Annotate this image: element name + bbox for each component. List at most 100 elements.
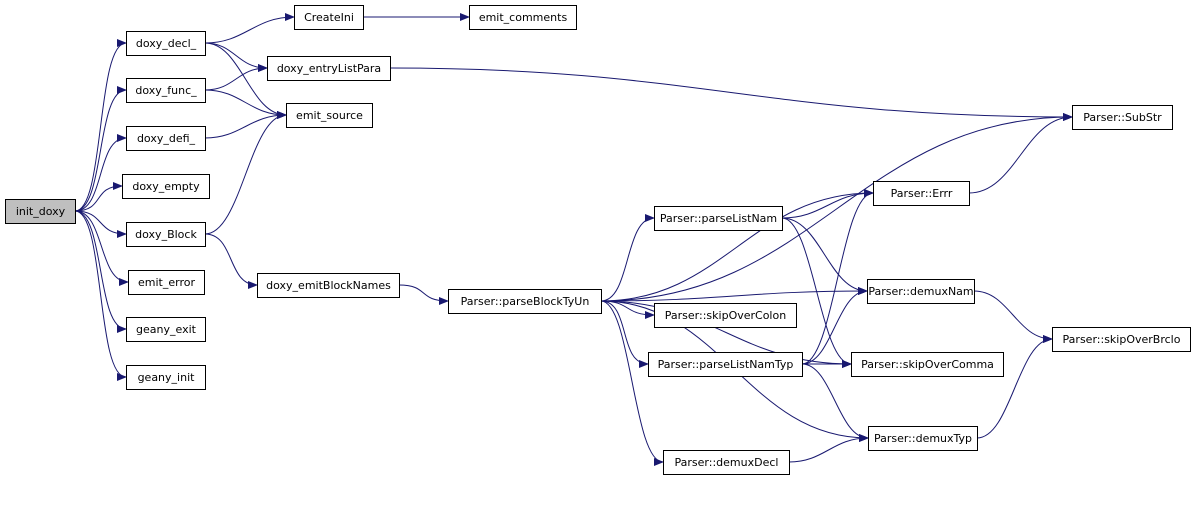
node-skipovercolon[interactable]: Parser::skipOverColon (654, 303, 797, 328)
node-label: init_doxy (16, 205, 66, 218)
edge-init_doxy-to-geany_init (74, 210, 127, 381)
node-skipovercomma[interactable]: Parser::skipOverComma (851, 352, 1004, 377)
node-doxy_defi[interactable]: doxy_defi_ (126, 126, 206, 151)
edge-parseblocktyun-to-parselistnam (600, 214, 655, 302)
node-box (868, 426, 978, 451)
node-demuxdecl[interactable]: Parser::demuxDecl (663, 450, 790, 475)
edge-doxy_entrylistpara-to-substr (389, 67, 1073, 121)
node-label: Parser::Errr (891, 187, 953, 200)
node-label: doxy_entryListPara (277, 62, 381, 75)
node-box (1072, 105, 1173, 130)
node-geany_exit[interactable]: geany_exit (126, 317, 206, 342)
node-box (873, 181, 970, 206)
node-label: geany_exit (136, 323, 197, 336)
node-label: doxy_func_ (135, 84, 197, 97)
node-label: doxy_Block (135, 228, 197, 241)
node-box (1052, 327, 1191, 352)
node-substr[interactable]: Parser::SubStr (1072, 105, 1173, 130)
edge-doxy_block-to-emit_source (204, 111, 287, 235)
edge-parselistnam-to-errr (781, 189, 874, 219)
node-parselistnam[interactable]: Parser::parseListNam (654, 206, 783, 231)
edges-layer (74, 13, 1073, 466)
node-box (122, 174, 210, 199)
node-label: emit_error (138, 276, 195, 289)
node-doxy_decl[interactable]: doxy_decl_ (126, 31, 206, 56)
node-label: Parser::parseBlockTyUn (461, 295, 590, 308)
node-label: doxy_defi_ (137, 132, 196, 145)
node-box (654, 303, 797, 328)
node-box (469, 5, 577, 30)
node-label: Parser::skipOverColon (665, 309, 786, 322)
node-skipoverbrclo[interactable]: Parser::skipOverBrclo (1052, 327, 1191, 352)
edge-doxy_defi-to-emit_source (204, 111, 287, 139)
node-label: doxy_empty (132, 180, 200, 193)
edge-parseblocktyun-to-demuxdecl (600, 300, 664, 466)
edge-parseblocktyun-to-demuxnam (600, 287, 868, 302)
node-label: CreateIni (304, 11, 354, 24)
node-box (126, 78, 206, 103)
node-box (654, 206, 783, 231)
edge-init_doxy-to-doxy_func (74, 86, 127, 212)
edge-init_doxy-to-doxy_block (74, 210, 127, 238)
node-box (126, 317, 206, 342)
node-box (867, 279, 975, 304)
edge-parseblocktyun-to-substr (600, 113, 1073, 302)
edge-parselistnamtyp-to-demuxtyp (801, 363, 869, 442)
edge-demuxnam-to-skipoverbrclo (973, 290, 1053, 343)
edge-init_doxy-to-doxy_defi (74, 134, 127, 212)
node-label: doxy_emitBlockNames (266, 279, 391, 292)
node-label: Parser::skipOverBrclo (1063, 333, 1181, 346)
edge-init_doxy-to-geany_exit (74, 210, 127, 333)
node-box (126, 365, 206, 390)
edge-doxy_func-to-emit_source (204, 89, 287, 119)
node-label: Parser::parseListNam (660, 212, 777, 225)
edge-parselistnam-to-skipovercomma (781, 217, 852, 368)
node-parselistnamtyp[interactable]: Parser::parseListNamTyp (648, 352, 803, 377)
edge-parselistnamtyp-to-demuxnam (801, 287, 868, 365)
node-emit_source[interactable]: emit_source (286, 103, 373, 128)
node-emit_error[interactable]: emit_error (128, 270, 205, 295)
edge-demuxtyp-to-skipoverbrclo (976, 335, 1053, 439)
edge-doxy_block-to-doxy_emitblocknames (204, 233, 258, 289)
node-box (126, 222, 206, 247)
node-demuxnam[interactable]: Parser::demuxNam (867, 279, 975, 304)
node-emit_comments[interactable]: emit_comments (469, 5, 577, 30)
edge-parseblocktyun-to-parselistnamtyp (600, 300, 649, 368)
node-box (267, 56, 391, 81)
node-box (648, 352, 803, 377)
node-label: emit_comments (479, 11, 568, 24)
node-box (126, 126, 206, 151)
node-doxy_func[interactable]: doxy_func_ (126, 78, 206, 103)
node-parseblocktyun[interactable]: Parser::parseBlockTyUn (448, 289, 602, 314)
node-box (663, 450, 790, 475)
node-box (126, 31, 206, 56)
node-box (5, 199, 76, 224)
edge-doxy_func-to-doxy_entrylistpara (204, 64, 268, 91)
node-box (851, 352, 1004, 377)
node-doxy_block[interactable]: doxy_Block (126, 222, 206, 247)
node-box (294, 5, 364, 30)
node-errr[interactable]: Parser::Errr (873, 181, 970, 206)
node-doxy_emitblocknames[interactable]: doxy_emitBlockNames (257, 273, 400, 298)
node-label: Parser::skipOverComma (861, 358, 994, 371)
node-label: Parser::SubStr (1083, 111, 1162, 124)
node-createini[interactable]: CreateIni (294, 5, 364, 30)
node-label: geany_init (138, 371, 196, 384)
node-geany_init[interactable]: geany_init (126, 365, 206, 390)
node-init_doxy[interactable]: init_doxy (5, 199, 76, 224)
node-doxy_entrylistpara[interactable]: doxy_entryListPara (267, 56, 391, 81)
node-label: Parser::demuxNam (868, 285, 973, 298)
edge-init_doxy-to-doxy_empty (74, 182, 123, 212)
node-doxy_empty[interactable]: doxy_empty (122, 174, 210, 199)
edge-doxy_emitblocknames-to-parseblocktyun (398, 284, 449, 305)
edge-errr-to-substr (968, 113, 1073, 194)
node-box (128, 270, 205, 295)
node-box (286, 103, 373, 128)
edge-parselistnam-to-demuxnam (781, 217, 868, 295)
nodes-layer: init_doxydoxy_decl_doxy_func_doxy_defi_d… (5, 5, 1191, 475)
node-label: Parser::demuxTyp (874, 432, 972, 445)
edge-parseblocktyun-to-errr (600, 189, 874, 302)
node-demuxtyp[interactable]: Parser::demuxTyp (868, 426, 978, 451)
edge-demuxdecl-to-demuxtyp (788, 434, 869, 463)
node-label: Parser::parseListNamTyp (658, 358, 794, 371)
